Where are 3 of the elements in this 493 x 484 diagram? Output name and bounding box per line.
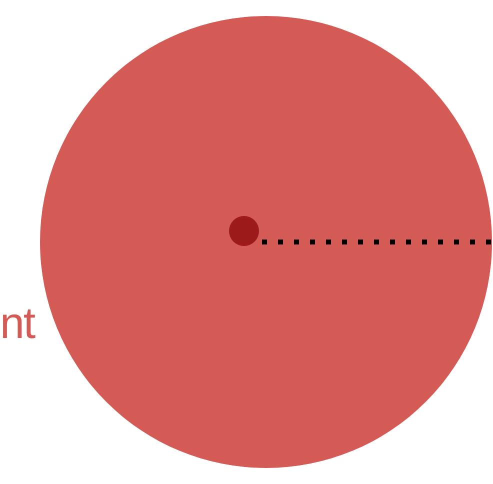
- center-dot: [229, 216, 259, 246]
- large-disc: [40, 16, 492, 468]
- partial-label: nt: [0, 302, 34, 346]
